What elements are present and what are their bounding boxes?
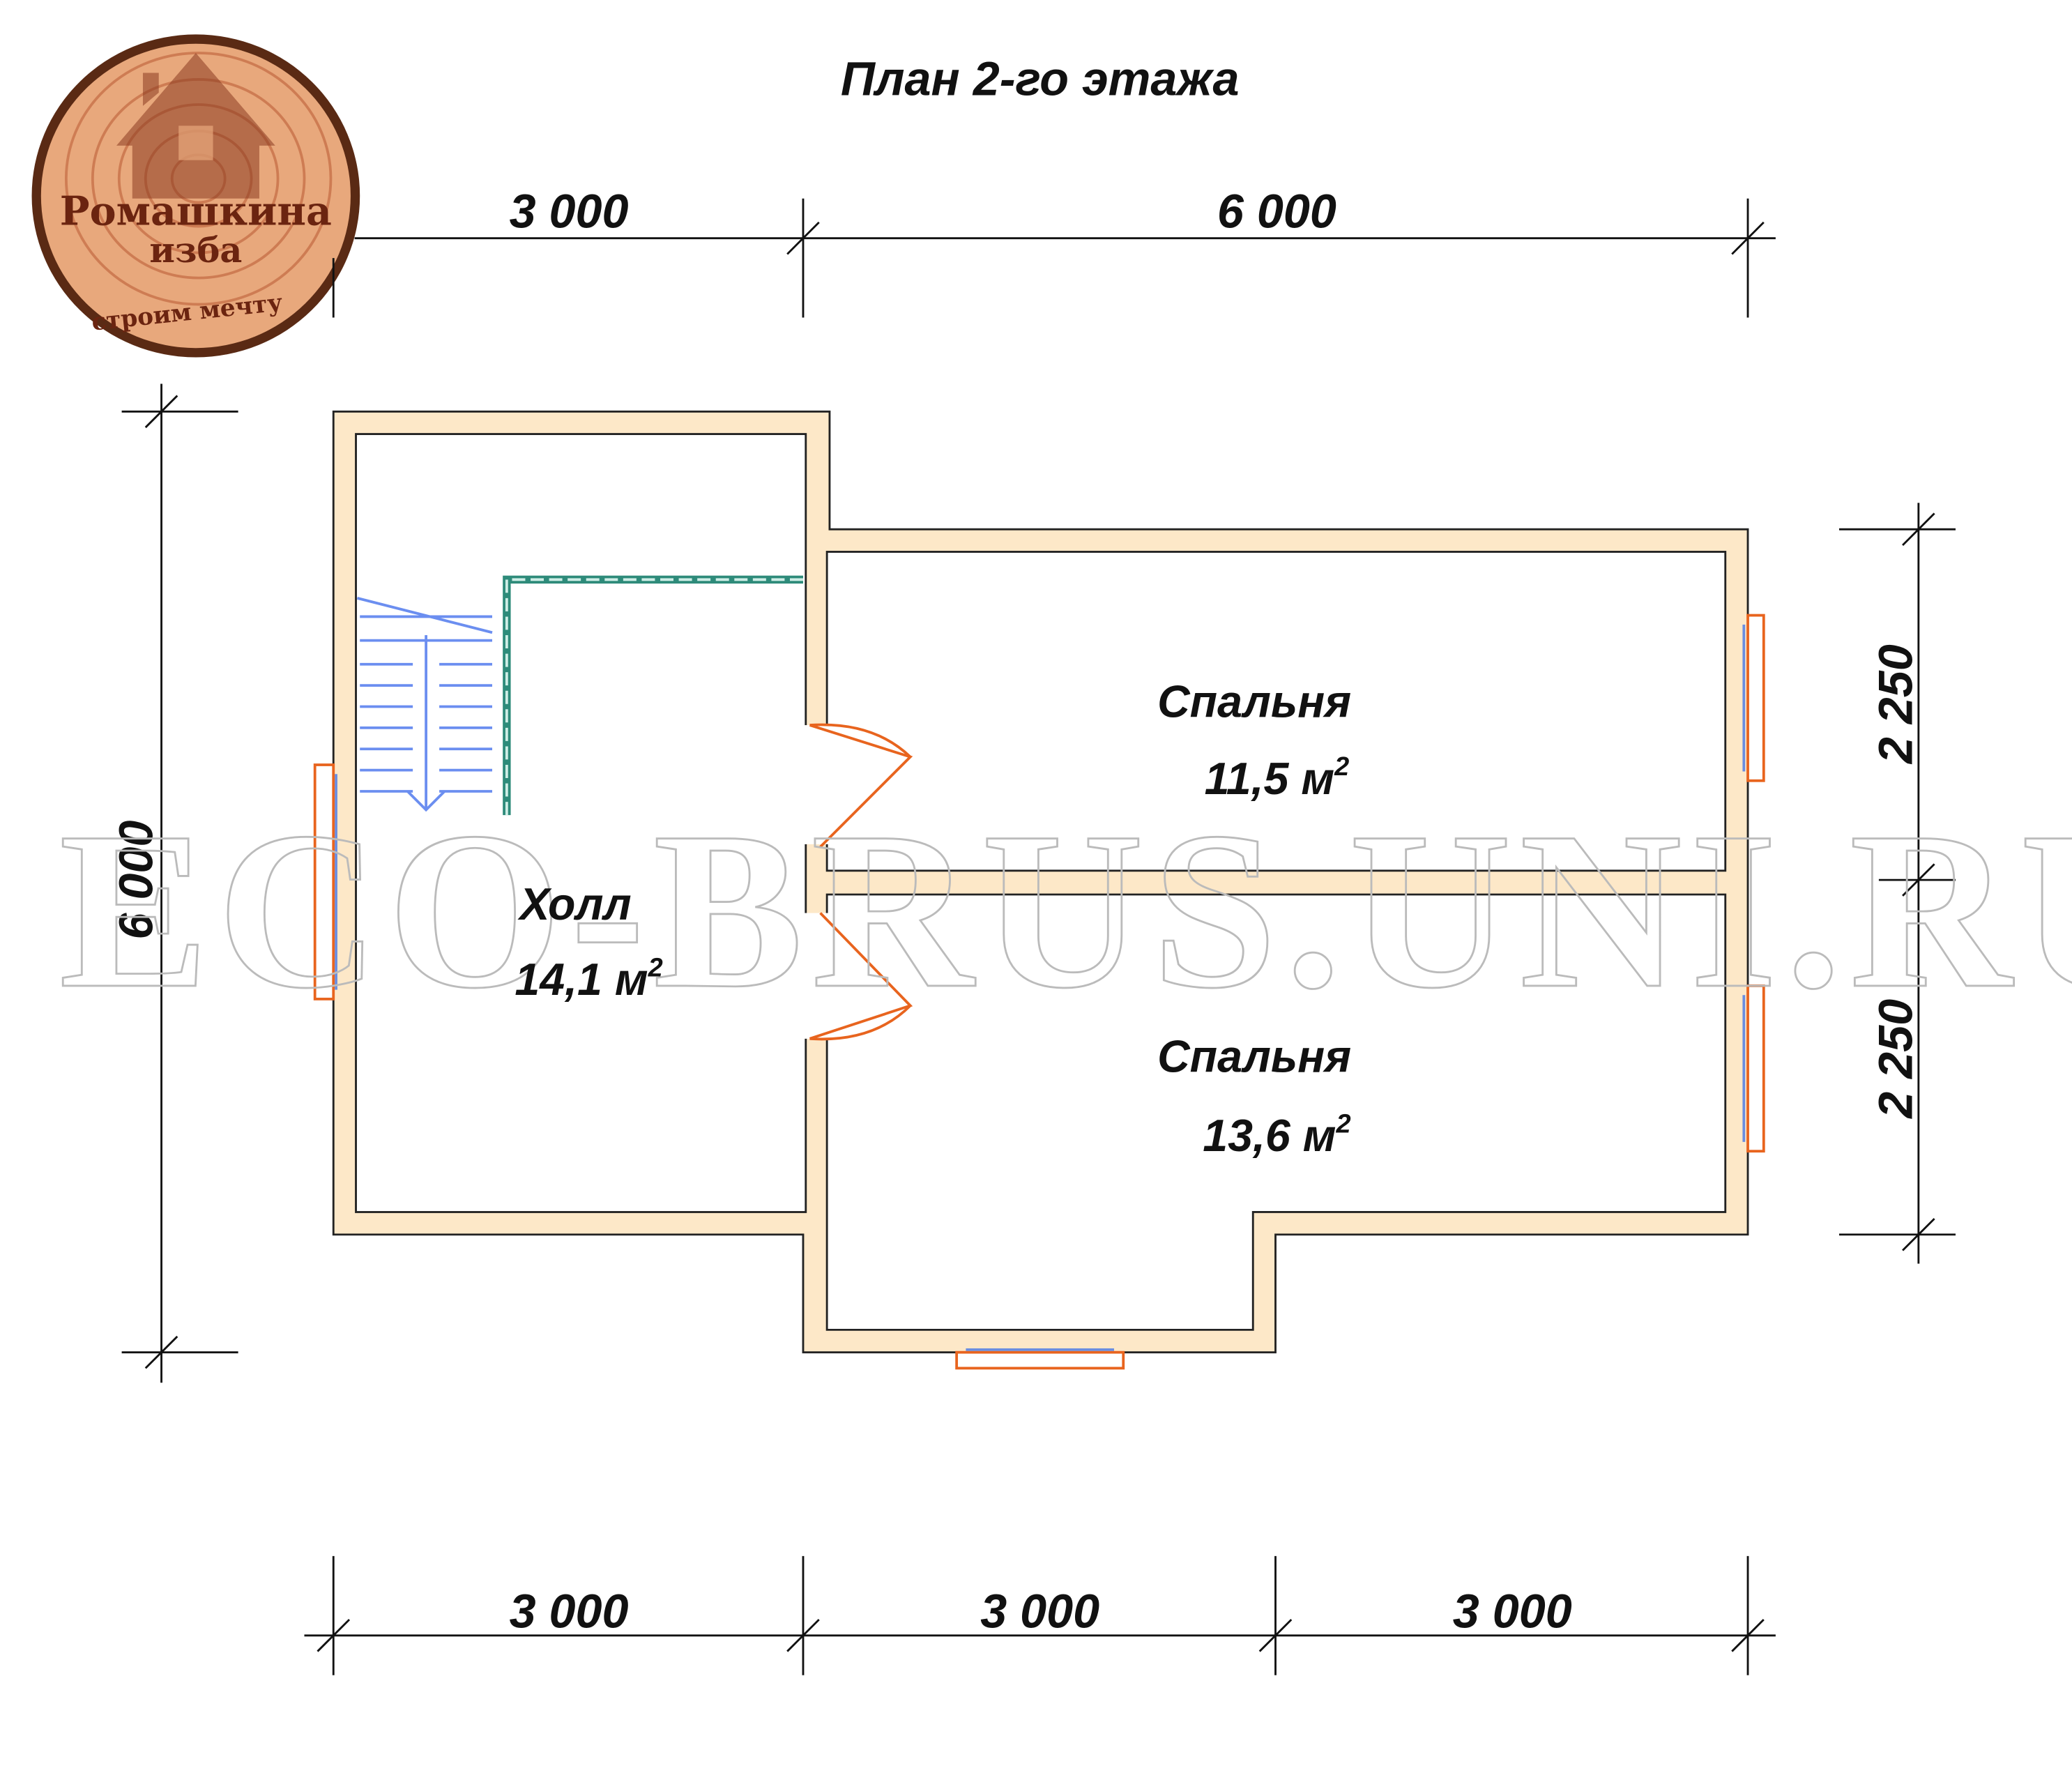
logo-line2: изба — [149, 230, 242, 271]
area-sup: 2 — [1335, 1110, 1350, 1139]
company-logo: Ромашкина изба строим мечту — [31, 34, 360, 358]
logo-line1: Ромашкина — [60, 189, 332, 235]
room-area: 11,5 м — [1205, 754, 1334, 804]
dim-bottom-3: 3 000 — [1453, 1585, 1572, 1638]
svg-text:14,1 м2: 14,1 м2 — [515, 954, 662, 1005]
dim-left: 6 000 — [109, 821, 162, 940]
stairs — [356, 597, 493, 812]
dim-top-2: 6 000 — [1217, 185, 1336, 238]
room-area: 13,6 м — [1203, 1111, 1336, 1161]
dim-bottom-2: 3 000 — [980, 1585, 1099, 1638]
walls — [332, 410, 1749, 1354]
windows — [313, 614, 1765, 1370]
area-sup: 2 — [648, 954, 663, 983]
room-area: 14,1 м — [515, 954, 648, 1005]
dim-right-1: 2 250 — [1869, 644, 1922, 765]
dim-top-1: 3 000 — [510, 185, 629, 238]
room-name: Спальня — [1157, 1031, 1351, 1081]
svg-text:13,6 м2: 13,6 м2 — [1203, 1110, 1350, 1162]
room-bedroom-2: Спальня 13,6 м2 — [1157, 1031, 1351, 1161]
plan-title: План 2-го этажа — [841, 53, 1240, 106]
dim-right-2: 2 250 — [1869, 999, 1922, 1120]
svg-text:11,5 м2: 11,5 м2 — [1205, 752, 1350, 804]
room-name: Спальня — [1157, 677, 1351, 727]
dimension-lines — [121, 198, 1956, 1675]
doors — [809, 723, 913, 1041]
dim-bottom-1: 3 000 — [510, 1585, 629, 1638]
room-hall: Холл 14,1 м2 — [515, 879, 662, 1005]
room-name: Холл — [517, 879, 631, 929]
room-bedroom-1: Спальня 11,5 м2 — [1157, 677, 1351, 804]
door-openings — [804, 725, 829, 1039]
watermark: ECO-BRUS.UNI.RU — [59, 786, 2072, 1035]
area-sup: 2 — [1334, 752, 1349, 782]
